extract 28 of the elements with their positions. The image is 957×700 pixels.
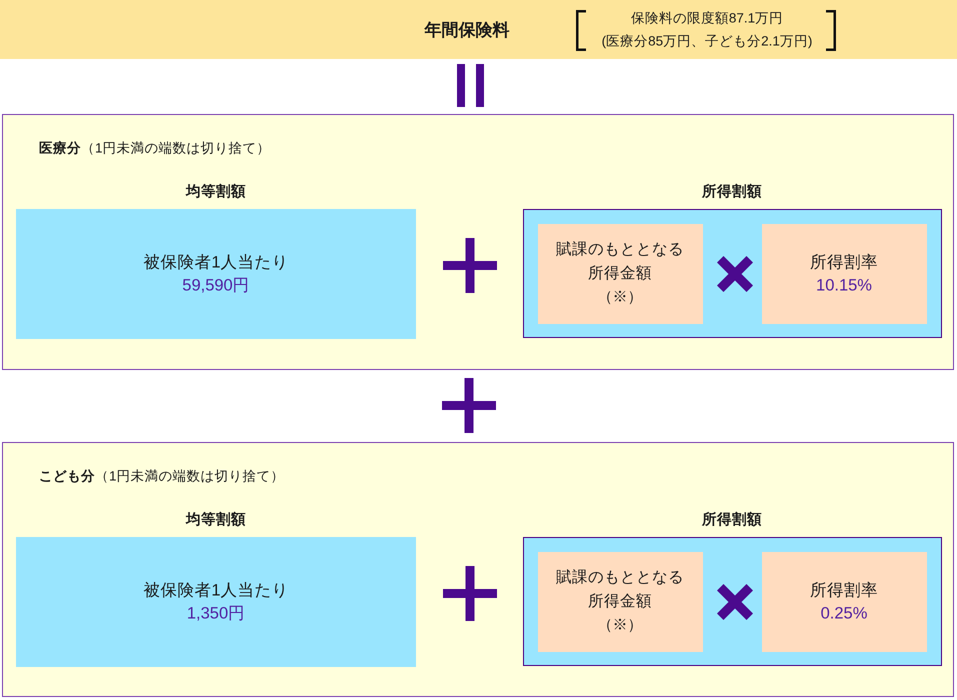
limit-note: (医療分85万円、子ども分2.1万円) <box>602 34 812 50</box>
section-panel <box>2 442 954 697</box>
column-heading: 均等割額 <box>186 510 246 530</box>
box-label: 被保険者1人当たり <box>143 580 289 602</box>
section-panel <box>2 114 954 370</box>
amount-value: 59,590円 <box>182 276 250 296</box>
column-heading: 所得割額 <box>702 510 762 530</box>
limit-note: 保険料の限度額87.1万円 <box>630 10 784 28</box>
section-heading: 医療分（1円未満の端数は切り捨て） <box>39 140 271 158</box>
rate-box <box>762 552 927 652</box>
income-amount-box <box>538 552 703 652</box>
column-heading: 均等割額 <box>186 182 246 202</box>
rate-value: 0.25% <box>820 604 868 624</box>
box-label: 被保険者1人当たり <box>143 252 289 274</box>
column-heading: 所得割額 <box>702 182 762 202</box>
box-label: 所得割率 <box>810 252 878 274</box>
box-label: 所得割率 <box>810 580 878 602</box>
amount-value: 1,350円 <box>186 604 246 624</box>
section-heading: こども分（1円未満の端数は切り捨て） <box>39 468 285 486</box>
note-mark: （※） <box>598 616 642 636</box>
header-band <box>0 0 957 59</box>
box-label: 賦課のもととなる所得金額 <box>556 568 684 612</box>
income-amount-box <box>538 224 703 324</box>
box-label: 賦課のもととなる所得金額 <box>556 240 684 284</box>
rate-value: 10.15% <box>816 276 872 296</box>
note-mark: （※） <box>598 288 642 308</box>
rate-box <box>762 224 927 324</box>
band-title: 年間保険料 <box>424 19 510 41</box>
